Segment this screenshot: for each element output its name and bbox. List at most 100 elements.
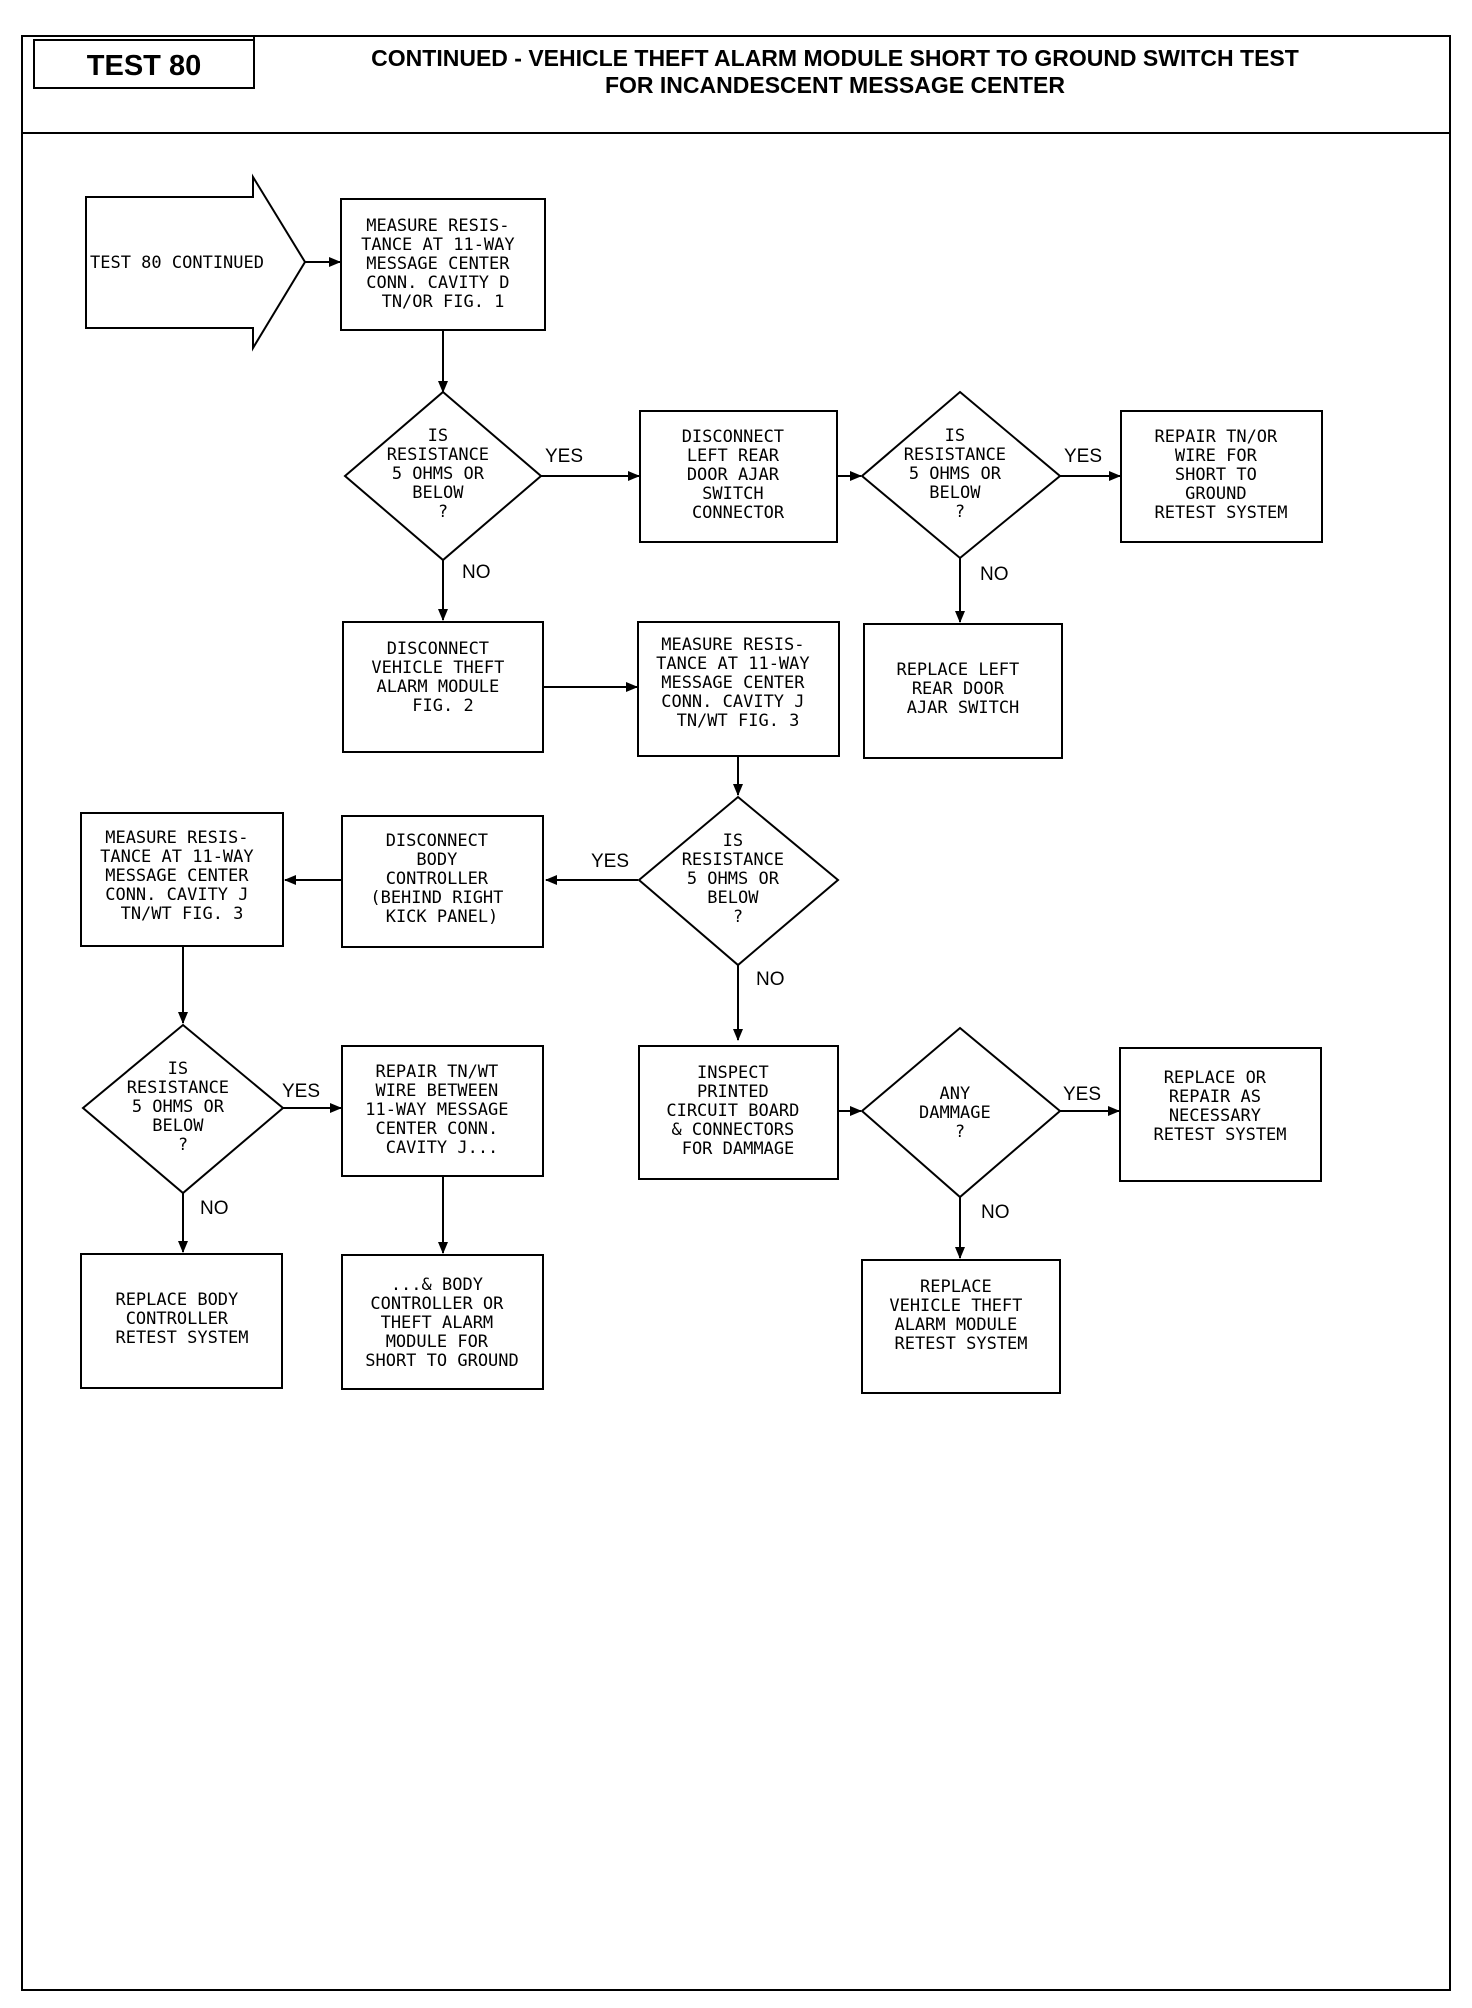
node-line: BELOW [707,888,759,908]
node-line: TN/WT FIG. 3 [121,904,244,924]
node-line: BELOW [929,483,981,503]
svg-text:DISCONNECT LEFT REAR: DISCONNECT LEFT REAR DOOR AJAR SWITCH CO… [682,427,795,523]
step-measure-cavity-j-1: MEASURE RESIS- TANCE AT 11-WAY MESSAGE C… [637,621,840,757]
svg-text:INSPECT PRINTED CI: INSPECT PRINTED CIRCUIT BOARD & CONNECTO… [666,1063,809,1159]
svg-text:REPAIR TN/OR WIRE FOR: REPAIR TN/OR WIRE FOR SHORT TO GROUND RE… [1154,427,1287,523]
step-measure-cavity-j-2: MEASURE RESIS- TANCE AT 11-WAY MESSAGE C… [80,812,284,947]
svg-text:MEASURE RESIS- TANCE AT: MEASURE RESIS- TANCE AT 11-WAY MESSAGE C… [100,828,264,924]
node-line: 5 OHMS OR [392,464,485,484]
step-inspect-circuit-board: INSPECT PRINTED CIRCUIT BOARD & CONNECTO… [638,1045,839,1180]
svg-text:REPLACE LEFT REAR DOOR: REPLACE LEFT REAR DOOR AJAR SWITCH [896,660,1029,718]
node-line: CONTROLLER [386,869,489,889]
step-repair-tn-wt-wire: REPAIR TN/WT WIRE BETWEEN 11-WAY MESSAGE… [341,1045,544,1177]
node-line: ? [438,502,448,522]
yes-label-decision-4: YES [282,1081,320,1102]
node-line: DISCONNECT [387,639,489,659]
node-line: 5 OHMS OR [132,1097,225,1117]
node-line: CONN. CAVITY D [366,273,509,293]
node-line: IS [428,426,448,446]
node-line: ALARM MODULE [894,1315,1017,1335]
node-line: ? [733,907,743,927]
node-line: CIRCUIT BOARD [666,1101,799,1121]
node-line: MESSAGE CENTER [105,866,249,886]
node-line: FOR DAMMAGE [682,1139,795,1159]
node-line: LEFT REAR [687,446,780,466]
node-line: REPAIR AS [1169,1087,1261,1107]
step-disconnect-alarm-module: DISCONNECT VEHICLE THEFT ALARM MODULE FI… [342,621,544,753]
node-line: RESISTANCE [127,1078,229,1098]
svg-text:MEASURE RESIS- TANCE AT: MEASURE RESIS- TANCE AT 11-WAY MESSAGE C… [361,216,525,312]
node-line: GROUND [1185,484,1246,504]
no-label-decision-damage: NO [981,1202,1010,1223]
node-line: REPLACE BODY [115,1290,238,1310]
node-line: MODULE FOR [386,1332,489,1352]
node-line: SHORT TO [1175,465,1257,485]
svg-text:DISCONNECT BODY CO: DISCONNECT BODY CONTROLLER (BEHIND RIGHT… [370,831,513,927]
node-line: DAMMAGE [919,1103,991,1123]
node-line: ? [955,502,965,522]
node-line: 5 OHMS OR [909,464,1002,484]
node-line: RETEST SYSTEM [1153,1125,1286,1145]
node-line: IS [723,831,743,851]
node-line: RESISTANCE [387,445,489,465]
node-line: ? [178,1135,188,1155]
node-line: BELOW [152,1116,204,1136]
node-line: REAR DOOR [912,679,1005,699]
node-line: NECESSARY [1169,1106,1261,1126]
decision-resistance-1: IS RESISTANCE 5 OHMS OR BELOW ? [343,390,543,562]
decision-resistance-2: IS RESISTANCE 5 OHMS OR BELOW ? [860,390,1062,560]
no-label-decision-1: NO [462,562,491,583]
node-line: MEASURE RESIS- [366,216,509,236]
decision-damage: ANY DAMMAGE ? [860,1026,1062,1199]
node-line: CONTROLLER OR [370,1294,504,1314]
node-line: & CONNECTORS [671,1120,794,1140]
node-line: INSPECT [697,1063,769,1083]
node-line: TANCE AT 11-WAY [656,654,810,674]
node-line: THEFT ALARM [381,1313,494,1333]
node-line: REPAIR TN/WT [375,1062,498,1082]
node-line: DISCONNECT [682,427,784,447]
step-replace-door-ajar-switch: REPLACE LEFT REAR DOOR AJAR SWITCH [863,623,1063,759]
page-title-line2: FOR INCANDESCENT MESSAGE CENTER [605,72,1065,98]
svg-text:REPLACE BODY CONTROLLER: REPLACE BODY CONTROLLER RETEST SYSTEM [115,1290,248,1348]
step-disconnect-door-ajar: DISCONNECT LEFT REAR DOOR AJAR SWITCH CO… [639,410,838,543]
node-line: WIRE FOR [1175,446,1258,466]
step-replace-alarm-module: REPLACE VEHICLE THEFT ALARM MODULE RETES… [861,1259,1061,1394]
svg-text:MEASURE RESIS- TANCE AT: MEASURE RESIS- TANCE AT 11-WAY MESSAGE C… [656,635,820,731]
node-line: PRINTED [697,1082,769,1102]
node-line: RESISTANCE [904,445,1006,465]
step-disconnect-body-controller: DISCONNECT BODY CONTROLLER (BEHIND RIGHT… [341,815,544,948]
node-line: ANY [940,1084,971,1104]
step-measure-cavity-d: MEASURE RESIS- TANCE AT 11-WAY MESSAGE C… [340,198,546,331]
node-line: DOOR AJAR [687,465,780,485]
no-label-decision-4: NO [200,1198,229,1219]
node-line: 11-WAY MESSAGE [365,1100,508,1120]
svg-text:DISCONNECT VEHICLE THEFT: DISCONNECT VEHICLE THEFT ALARM MODULE FI… [371,639,514,716]
node-line: CONTROLLER [126,1309,229,1329]
node-line: TANCE AT 11-WAY [100,847,254,867]
node-line: RETEST SYSTEM [115,1328,248,1348]
node-line: FIG. 2 [412,696,473,716]
entry-arrow-label: TEST 80 CONTINUED [90,253,264,273]
node-line: ALARM MODULE [376,677,499,697]
node-line: CONN. CAVITY J [661,692,804,712]
node-line: BELOW [412,483,464,503]
svg-text:REPLACE OR REPAIR AS: REPLACE OR REPAIR AS NECESSARY RETEST SY… [1153,1068,1286,1145]
decision-resistance-3: IS RESISTANCE 5 OHMS OR BELOW ? [637,795,840,967]
decision-resistance-4: IS RESISTANCE 5 OHMS OR BELOW ? [81,1023,285,1195]
node-line: TANCE AT 11-WAY [361,235,515,255]
node-line: VEHICLE THEFT [371,658,504,678]
node-line: KICK PANEL) [386,907,499,927]
svg-text:IS RESISTANCE 5 OH: IS RESISTANCE 5 OHMS OR BELOW ? [127,1059,240,1155]
node-line: (BEHIND RIGHT [370,888,503,908]
yes-label-decision-1: YES [545,446,583,467]
connectors [178,257,1121,1259]
node-line: REPLACE [920,1277,992,1297]
node-line: MESSAGE CENTER [366,254,510,274]
step-body-controller-or-alarm: ...& BODY CONTROLLER OR THEFT ALARM MODU… [341,1254,544,1390]
node-line: ? [955,1122,965,1142]
svg-text:...& BODY CONTROLLER OR: ...& BODY CONTROLLER OR THEFT ALARM MODU… [365,1275,519,1371]
node-line: REPAIR TN/OR [1154,427,1278,447]
yes-label-decision-3: YES [591,851,629,872]
node-line: RESISTANCE [682,850,784,870]
